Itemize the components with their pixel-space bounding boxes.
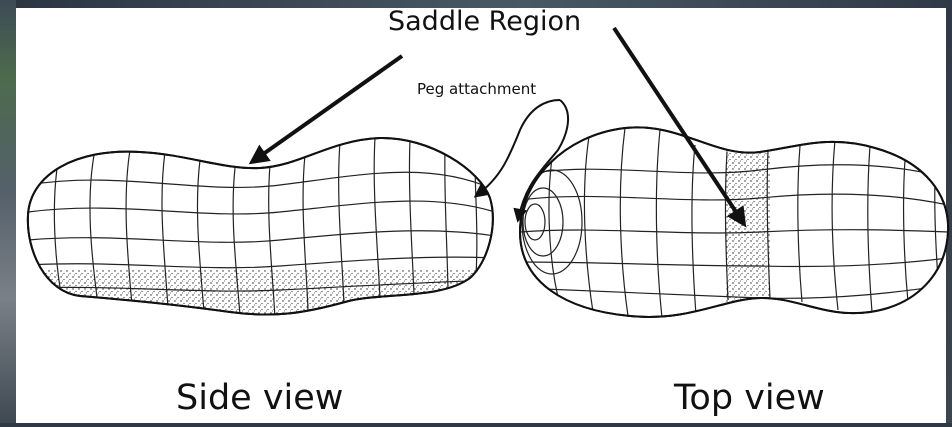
side-view-peanut: [20, 138, 500, 320]
side-view-label: Side view: [176, 378, 343, 418]
top-view-peanut: [520, 127, 948, 318]
saddle-region-label: Saddle Region: [388, 6, 581, 37]
peg-attachment-label: Peg attachment: [417, 80, 536, 98]
top-view-label: Top view: [674, 378, 825, 418]
